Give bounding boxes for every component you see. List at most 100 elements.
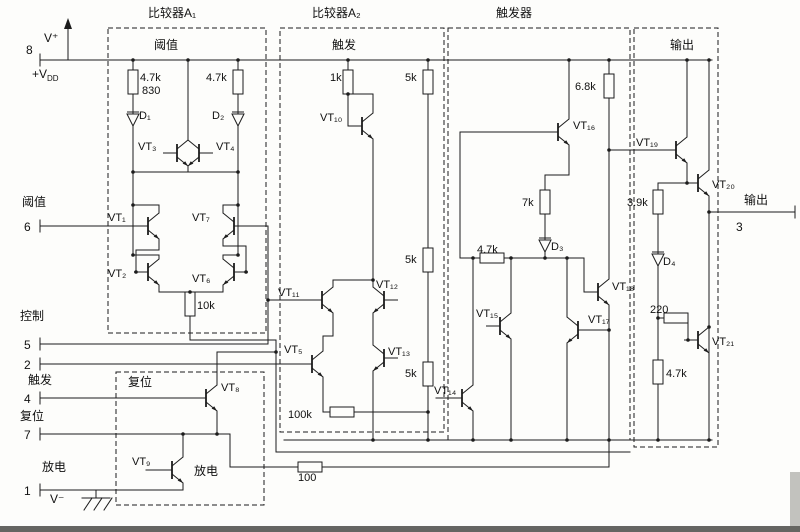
resistor-a2-r4 [422,361,434,387]
label-vt15: VT₁₅ [476,308,498,320]
transistor-vt10 [347,112,374,140]
label-vt14: VT₁₄ [434,385,457,397]
label-vt6: VT₆ [192,273,211,285]
pin4-label: 复位 [20,408,44,423]
reset-box-discharge-label: 放电 [194,463,218,478]
label-vt20: VT₂₀ [712,179,735,191]
transistors [133,112,710,484]
label-r-a2-3: 5k [405,254,417,266]
resistor-a2-r2 [422,69,434,95]
resistor-out-r3 [652,359,664,385]
sublabel-threshold: 阈值 [154,37,178,52]
label-r-a1-1: 4.7k [140,72,161,84]
label-vt8: VT₈ [221,382,240,394]
pin7-label: 放电 [42,459,66,474]
diodes [126,111,665,267]
pin2-number: 2 [24,358,31,372]
label-r-out-3: 4.7k [666,368,687,380]
label-r-a2-2: 5k [405,72,417,84]
label-vt16: VT₁₆ [573,120,595,132]
pin1-number: 1 [24,484,31,498]
vplus-arrow-icon [64,18,72,29]
output-box [633,27,719,448]
diode-d2 [231,111,245,127]
flipflop-box [447,27,631,441]
transistor-vt1 [133,212,160,240]
wiring [39,25,796,511]
pin2-label: 触发 [28,372,52,387]
label-r-a1-3: 10k [197,300,215,312]
labels: 比较器A₁ 比较器A₂ 触发器 阈值 触发 输出 复位 放电 V⁺ 8 +VDD… [20,5,768,506]
pin8-rail-main: +V [32,67,47,81]
transistor-vt4 [187,139,214,167]
label-r-ff-3: 4.7k [477,244,498,256]
section-title-a1: 比较器A₁ [148,5,196,20]
label-vt11: VT₁₁ [278,287,300,299]
label-r-a2-6: 100 [298,472,316,484]
label-vt5: VT₅ [284,344,303,356]
pin5-label: 控制 [20,309,44,323]
transistor-vt16 [543,118,570,146]
section-title-ff: 触发器 [496,5,532,20]
label-r-a2-1: 1k [330,72,342,84]
label-r-out-1: 3.9k [627,197,648,209]
transistor-vt3 [162,139,189,167]
pin8-rail-label: +VDD [32,67,59,83]
resistor-out-r1 [652,189,664,215]
label-vt9: VT₉ [132,456,150,468]
label-d1: D₁ [139,110,151,122]
label-vt13: VT₁₃ [388,346,410,358]
label-r-a2-4: 5k [405,368,417,380]
pin1-label: V⁻ [50,492,64,506]
resistor-a1-r1 [127,69,139,95]
label-vt1: VT₁ [108,212,126,224]
pin8-rail-sub: DD [47,74,59,83]
label-vt12: VT₁₂ [376,279,398,291]
label-r-ff-2: 7k [522,197,534,209]
junction-dots [131,58,711,442]
sublabel-trigger: 触发 [332,37,356,52]
scan-shadow-bottom [0,526,800,532]
resistor-a2-r1 [342,69,354,95]
transistor-vt9 [157,456,184,484]
resistor-a1-r2 [232,69,244,95]
transistor-vt19 [661,136,688,164]
transistor-vt18 [583,278,610,306]
resistor-ff-r1 [603,73,615,99]
label-d4: D₄ [663,256,676,268]
transistor-vt7 [222,212,249,240]
section-title-output: 输出 [670,37,694,52]
pin6-label: 阈值 [22,194,46,209]
label-r-a2-5: 100k [288,409,312,421]
section-boxes [107,27,719,506]
pin4-number: 4 [24,392,31,406]
resistor-a1-r3 [184,291,196,317]
label-vt19: VT₁₉ [636,137,658,149]
resistor-a2-r5 [329,406,355,418]
label-vt10: VT₁₀ [320,112,342,124]
pin3-label: 输出 [744,192,768,207]
label-vt18: VT₁₈ [612,281,634,293]
pin3-number: 3 [736,220,743,234]
label-vt17: VT₁₇ [588,314,610,326]
comparator-a2-box [279,27,445,433]
label-r-a1-2: 4.7k [206,72,227,84]
pin7-number: 7 [24,428,31,442]
label-r-ff-1: 6.8k [575,81,596,93]
label-d3: D₃ [551,241,563,253]
resistor-ff-r2 [539,189,551,215]
transistor-vt8 [191,384,218,412]
label-r-out-2: 220 [650,304,668,316]
label-vt3: VT₃ [138,141,157,153]
diode-d1 [126,111,140,127]
label-vt7: VT₇ [192,212,210,224]
pin5-number: 5 [24,338,31,352]
pin8-number: 8 [26,43,33,57]
resistor-a2-r3 [422,247,434,273]
transistor-vt11 [307,286,334,314]
section-title-a2: 比较器A₂ [312,5,361,20]
label-vt2: VT₂ [108,268,126,280]
pin8-supply-label: V⁺ [44,31,58,45]
